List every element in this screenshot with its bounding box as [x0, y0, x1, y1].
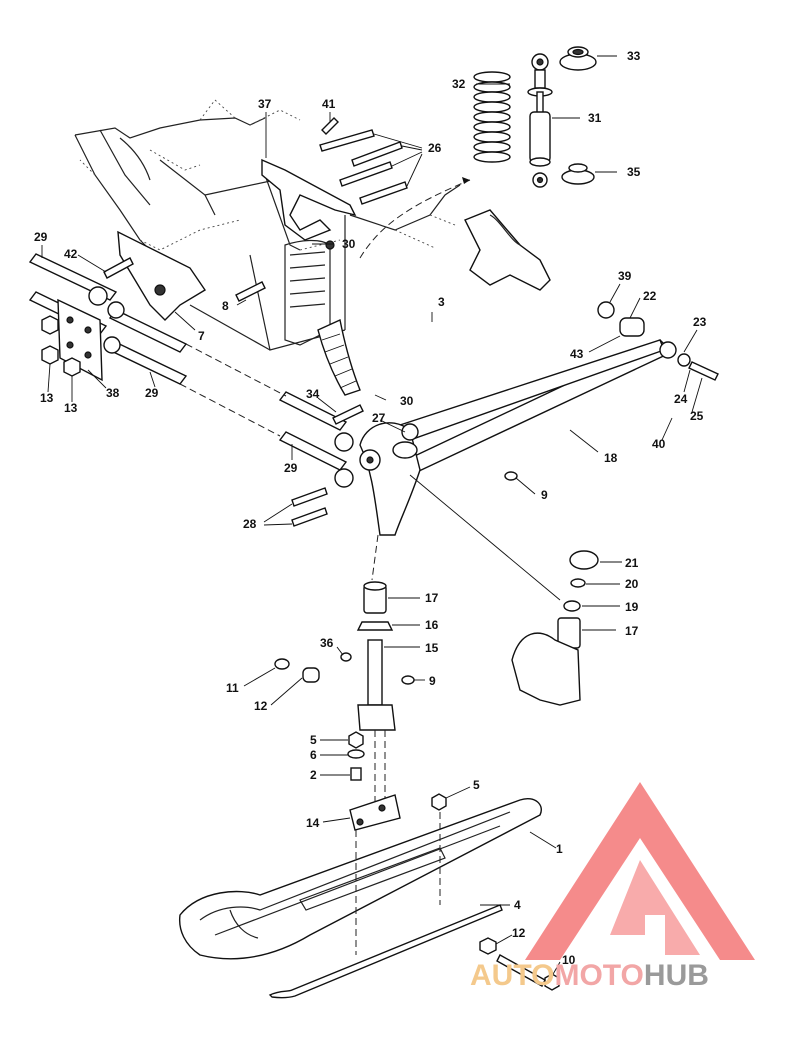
callout-32: 32	[452, 77, 466, 91]
small-hardware-stack	[274, 471, 518, 811]
callout-15: 15	[425, 641, 439, 655]
callout-5-stack: 5	[310, 733, 317, 747]
callout-5-ski: 5	[473, 778, 480, 792]
callout-19: 19	[625, 600, 639, 614]
callout-22: 22	[643, 289, 657, 303]
coil-spring	[473, 71, 511, 163]
callout-16: 16	[425, 618, 439, 632]
callout-3: 3	[438, 295, 445, 309]
callout-25: 25	[690, 409, 704, 423]
callout-29-mid: 29	[145, 386, 159, 400]
spindle-bracket-upper	[464, 209, 551, 291]
callout-34: 34	[306, 387, 320, 401]
callout-33: 33	[627, 49, 641, 63]
bushings	[88, 286, 354, 488]
callout-17-center: 17	[425, 591, 439, 605]
callout-21: 21	[625, 556, 639, 570]
callout-28: 28	[243, 517, 257, 531]
spring-cup-upper	[559, 46, 597, 71]
callout-2: 2	[310, 768, 317, 782]
watermark-auto: AUTO	[470, 959, 554, 992]
callout-36: 36	[320, 636, 334, 650]
watermark-moto: MOTO	[554, 959, 643, 992]
bolt-42	[103, 257, 134, 279]
callout-42: 42	[64, 247, 78, 261]
shock-absorber	[527, 53, 553, 188]
callout-11: 11	[226, 681, 239, 695]
spindle-detail-right	[409, 474, 599, 706]
callout-17-right: 17	[625, 624, 639, 638]
callout-37: 37	[258, 97, 272, 111]
callout-23: 23	[693, 315, 707, 329]
callout-12-upper: 12	[254, 699, 268, 713]
callout-13-left: 13	[40, 391, 54, 405]
watermark-text: AUTOMOTOHUB	[470, 959, 709, 992]
spring-cup-lower	[561, 163, 595, 185]
callout-24: 24	[674, 392, 688, 406]
callout-14: 14	[306, 816, 320, 830]
spindle-assembly	[349, 534, 401, 831]
ski	[178, 798, 542, 999]
bolts-28	[291, 487, 328, 527]
watermark-triangle-icon	[525, 782, 755, 960]
watermark-logo	[525, 782, 755, 960]
nuts-13	[41, 315, 81, 377]
callout-31: 31	[588, 111, 602, 125]
callout-4: 4	[514, 898, 521, 912]
callout-8: 8	[222, 299, 229, 313]
callout-9-lower: 9	[429, 674, 436, 688]
callout-43: 43	[570, 347, 584, 361]
callout-labels: 33 32 31 35 37 41 26 29 42 30 8 3 39 22 …	[34, 49, 707, 967]
callout-39: 39	[618, 269, 632, 283]
chassis-frame	[74, 99, 471, 351]
shock-mount-bracket	[261, 158, 357, 250]
callout-26: 26	[428, 141, 442, 155]
callout-12-lower: 12	[512, 926, 526, 940]
callout-18: 18	[604, 451, 618, 465]
shock-absorber-assembly	[473, 46, 597, 188]
callout-6: 6	[310, 748, 317, 762]
leader-lines	[41, 55, 703, 977]
arm-end-bushings	[597, 301, 719, 381]
callout-9-upper: 9	[541, 488, 548, 502]
trailing-arm	[359, 339, 674, 536]
callout-30-upper: 30	[342, 237, 356, 251]
shock-boot	[317, 318, 361, 396]
callout-29-low: 29	[284, 461, 298, 475]
callout-30-lower: 30	[400, 394, 414, 408]
callout-1: 1	[556, 842, 563, 856]
callout-38: 38	[106, 386, 120, 400]
callout-10: 10	[562, 953, 576, 967]
watermark-hub: HUB	[644, 959, 709, 992]
callout-20: 20	[625, 577, 639, 591]
callout-29-top: 29	[34, 230, 48, 244]
callout-40: 40	[652, 437, 666, 451]
watermark-g-icon	[610, 860, 700, 955]
ski-bolt-parts	[479, 937, 560, 991]
callout-35: 35	[627, 165, 641, 179]
callout-27: 27	[372, 411, 386, 425]
mount-bolts	[319, 129, 423, 205]
bolt-34	[332, 404, 364, 425]
callout-7: 7	[198, 329, 205, 343]
callout-41: 41	[322, 97, 336, 111]
callout-13-right: 13	[64, 401, 78, 415]
bolt-8	[235, 281, 266, 302]
rear-bracket-plate	[117, 230, 206, 321]
